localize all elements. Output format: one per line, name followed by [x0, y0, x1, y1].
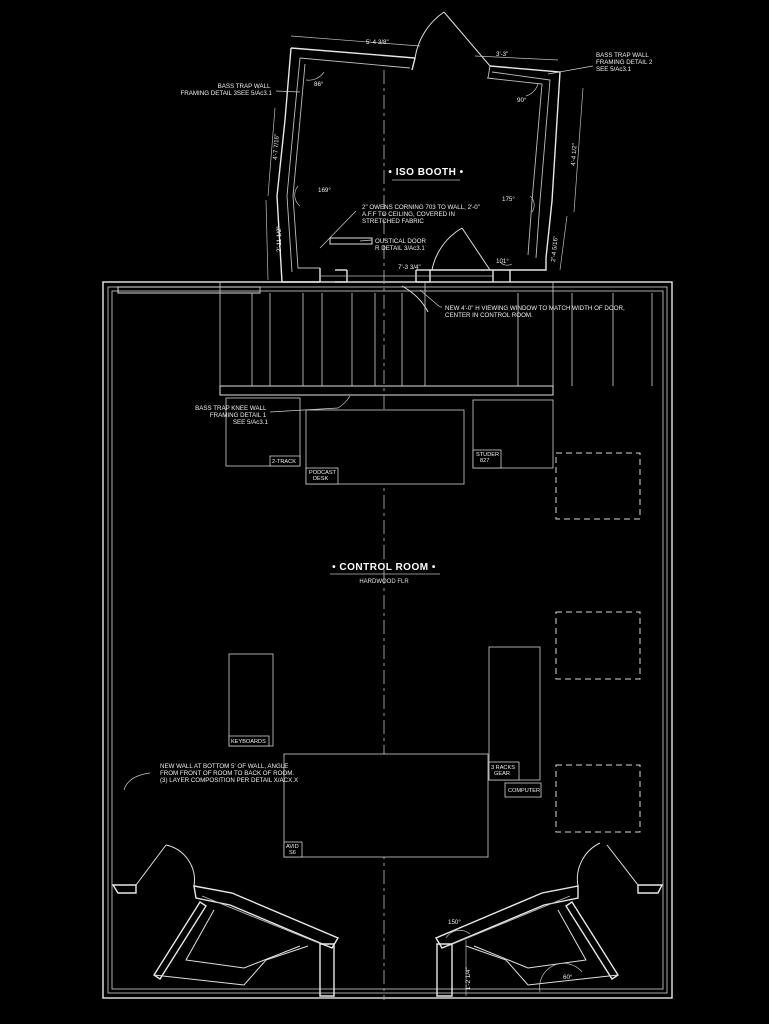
two-track-outline — [225, 397, 301, 467]
speaker-panel — [555, 764, 641, 833]
dim-left-lower: 2'-11 1/2" — [276, 226, 283, 252]
owens-corning-note: 2" OWENS CORNING 703 TO WALL, 2'-0" A.F.… — [362, 204, 482, 225]
dim-top: 5'-4 3/8" — [366, 39, 389, 46]
racks-label: 3 RACKS GEAR — [491, 765, 517, 777]
dim-right-upper: 4'-4 1/2" — [570, 143, 579, 166]
angle-86: 86° — [314, 81, 324, 88]
dim-bottom-right-run: 1'-2 1/4" — [465, 967, 472, 990]
dim-top-right: 3'-3" — [496, 51, 508, 58]
dim-right-lower: 2'-4 5/16" — [550, 236, 560, 263]
equipment — [225, 397, 641, 858]
racks-outline — [488, 646, 541, 781]
angle-60: 60° — [563, 974, 573, 981]
avid-label: AVID S6 — [286, 844, 300, 856]
angle-175: 175° — [502, 196, 515, 203]
dim-bottom: 7'-3 3/4" — [398, 264, 421, 271]
knee-wall-hatch — [251, 287, 614, 386]
new-wall-note: NEW WALL AT BOTTOM 5' OF WALL, ANGLE FRO… — [160, 763, 298, 784]
control-room-title: • CONTROL ROOM • — [332, 562, 436, 573]
angle-90: 90° — [517, 97, 527, 104]
dimension-lines — [265, 35, 584, 996]
angle-169: 169° — [318, 187, 331, 194]
speaker-panel — [555, 452, 641, 520]
leader-lines — [123, 65, 594, 791]
podcast-desk-label: PODCAST DESK — [309, 470, 338, 482]
knee-wall-note: BASS TRAP KNEE WALL FRAMING DETAIL 1 SEE… — [195, 405, 268, 426]
bass-trap-wall-right-note: BASS TRAP WALL FRAMING DETAIL 2 SEE 5/Ac… — [596, 52, 654, 73]
angle-150: 150° — [448, 919, 461, 926]
speaker-panel — [555, 611, 641, 680]
computer-outline — [504, 782, 542, 798]
floor-finish-label: HARDWOOD FLR — [359, 579, 409, 585]
viewing-window-note: NEW 4'-0" H VIEWING WINDOW TO MATCH WIDT… — [445, 305, 626, 319]
dim-left-upper: 4'-7 7/16" — [272, 134, 281, 161]
acoustical-door-note: OUSTICAL DOOR R DETAIL 3/Ac3.1 — [375, 238, 428, 252]
keyboards-label: KEYBOARDS — [231, 739, 266, 745]
angle-101: 101° — [496, 258, 509, 265]
control-room-walls — [102, 281, 673, 999]
iso-booth-title: • ISO BOOTH • — [388, 167, 463, 178]
bass-trap-wall-left-note: BASS TRAP WALL FRAMING DETAIL 3SEE 5/Ac3… — [181, 83, 273, 97]
studer-label: STUDER 827 — [476, 452, 501, 464]
front-bass-traps — [111, 842, 664, 997]
avid-console-outline — [283, 753, 489, 858]
two-track-label: 2-TRACK — [272, 459, 296, 465]
computer-label: COMPUTER — [508, 788, 540, 794]
keyboards-outline — [228, 653, 274, 747]
